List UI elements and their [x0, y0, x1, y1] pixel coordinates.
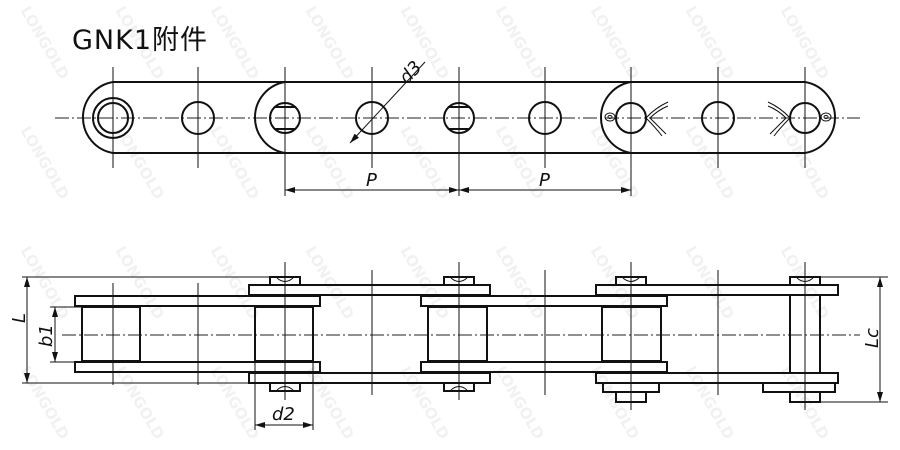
roller	[81, 306, 141, 362]
pitch-label-2: P	[539, 170, 550, 191]
roller	[427, 306, 488, 362]
Lc-label: Lc	[862, 328, 883, 348]
outer-plate	[595, 284, 839, 296]
outer-plate	[248, 284, 491, 296]
attachment-hole	[528, 101, 562, 135]
pin-hole	[443, 102, 475, 134]
link-plate-2	[254, 81, 631, 154]
pin-hole	[269, 102, 301, 134]
cotter-pin-icon	[604, 101, 669, 137]
d3-label: d3	[395, 57, 426, 88]
b1-label: b1	[36, 324, 57, 347]
attachment-hole	[701, 101, 735, 135]
pitch-label-1: P	[366, 170, 377, 191]
inner-plate	[74, 361, 321, 373]
vertical-centerlines	[112, 67, 806, 196]
pin-heads	[269, 276, 836, 403]
attachment-hole-d3	[355, 101, 389, 135]
d2-label: d2	[272, 404, 295, 425]
side-view: L b1 d2 Lc	[9, 262, 888, 430]
inner-plate	[420, 295, 668, 307]
roller-outer-circle	[92, 97, 134, 139]
top-view: d3 P P	[55, 57, 860, 196]
drawing-title: GNK1附件	[72, 25, 209, 56]
cotter-pin-icon	[767, 101, 832, 137]
outer-plate	[595, 372, 839, 384]
inner-plate	[74, 295, 321, 307]
link-plate-3	[600, 81, 836, 154]
roller	[601, 306, 662, 362]
d3-leader	[349, 61, 426, 144]
outer-plate	[248, 372, 491, 384]
bushing-circle	[97, 102, 129, 134]
inner-plate	[420, 361, 668, 373]
L-label: L	[9, 313, 30, 323]
roller	[254, 306, 314, 362]
link-plate-1	[82, 81, 285, 154]
attachment-hole	[181, 101, 215, 135]
